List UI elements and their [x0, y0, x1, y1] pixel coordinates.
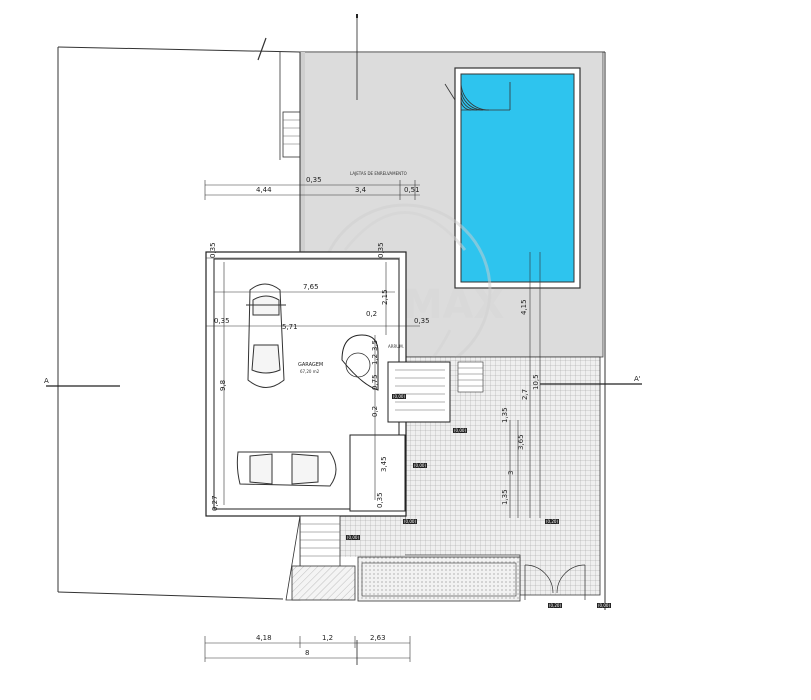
section-right-label: A' — [634, 375, 641, 383]
dim-pool-1-35: 1,35 — [501, 407, 509, 423]
pool-steps — [460, 81, 511, 111]
level-marker-4: (0,20) — [546, 519, 558, 524]
room-label-arrum: ARRUM. — [388, 344, 404, 349]
level-marker-3: (0,00) — [404, 519, 416, 524]
dim-pool-1-35b: 1,35 — [501, 489, 509, 505]
garden-slab-left-strip — [300, 52, 305, 252]
level-markers: (0,00) (0,00) (0,00) (0,20) (0,20) (0,00… — [346, 394, 611, 608]
level-marker-5: (0,20) — [549, 603, 561, 608]
garage-dimension-lines — [206, 257, 420, 505]
pool — [444, 67, 581, 289]
dim-garage-7-65: 7,65 — [303, 283, 319, 291]
bottom-dimension-lines — [204, 636, 411, 662]
dim-top-0-51: 0,51 — [404, 186, 420, 194]
dim-garage-0-35-tr: 0,35 — [377, 242, 385, 258]
level-marker-7: (0,00) — [347, 535, 359, 540]
dim-garage-0-2: 0,2 — [366, 310, 377, 318]
dim-garage-3-45: 3,45 — [380, 456, 388, 472]
section-left-label: A — [44, 377, 49, 385]
level-marker-8: (0,00) — [393, 394, 405, 399]
dim-bottom-2-63: 2,63 — [370, 634, 386, 642]
dim-pool-3: 3 — [507, 471, 515, 475]
dim-garage-1-2: 1,2 — [371, 354, 379, 365]
terrace-label: LAJETAS DE ENRELVAMENTO — [350, 171, 407, 176]
front-entrance — [285, 515, 586, 602]
left-stair-strip — [257, 37, 301, 252]
dim-garage-0-2b: 0,2 — [371, 406, 379, 417]
section-line — [46, 383, 642, 387]
dim-pool-3-65: 3,65 — [517, 434, 525, 450]
dim-top-0-35: 0,35 — [306, 176, 322, 184]
dim-garage-0-35-b: 0,35 — [376, 492, 384, 508]
dim-garage-9-8: 9,8 — [219, 380, 227, 391]
dim-garage-2-15: 2,15 — [381, 289, 389, 305]
dim-top-3-4: 3,4 — [355, 186, 367, 194]
level-marker-1: (0,00) — [454, 428, 466, 433]
dim-garage-0-75: 0,75 — [371, 374, 379, 390]
dim-garage-0-35-ml: 0,35 — [214, 317, 230, 325]
dim-pool-4-15: 4,15 — [520, 299, 528, 315]
dim-bottom-4-18: 4,18 — [256, 634, 272, 642]
level-marker-6: (0,00) — [598, 603, 610, 608]
dim-top-4-44: 4,44 — [256, 186, 272, 194]
dim-pool-10-5: 10,5 — [532, 374, 540, 390]
dim-garage-0-35-mr: 0,35 — [414, 317, 430, 325]
dim-garage-3-5: 3,5 — [371, 340, 379, 351]
dim-pool-2-7: 2,7 — [521, 389, 529, 400]
garage-title: GARAGEM — [298, 362, 323, 368]
pool-dimension-lines — [509, 252, 541, 518]
car-top — [246, 283, 286, 388]
dim-garage-0-27: 0,27 — [211, 495, 219, 511]
car-bottom — [236, 451, 337, 487]
dim-bottom-1-2: 1,2 — [322, 634, 333, 642]
top-dimension-lines — [204, 180, 420, 200]
dim-garage-0-35-tl: 0,35 — [209, 242, 217, 258]
level-marker-2: (0,00) — [414, 463, 426, 468]
garage-area: 67,20 m2 — [300, 369, 320, 374]
dim-bottom-8: 8 — [305, 649, 309, 657]
dim-garage-5-71: 5,71 — [282, 323, 298, 331]
